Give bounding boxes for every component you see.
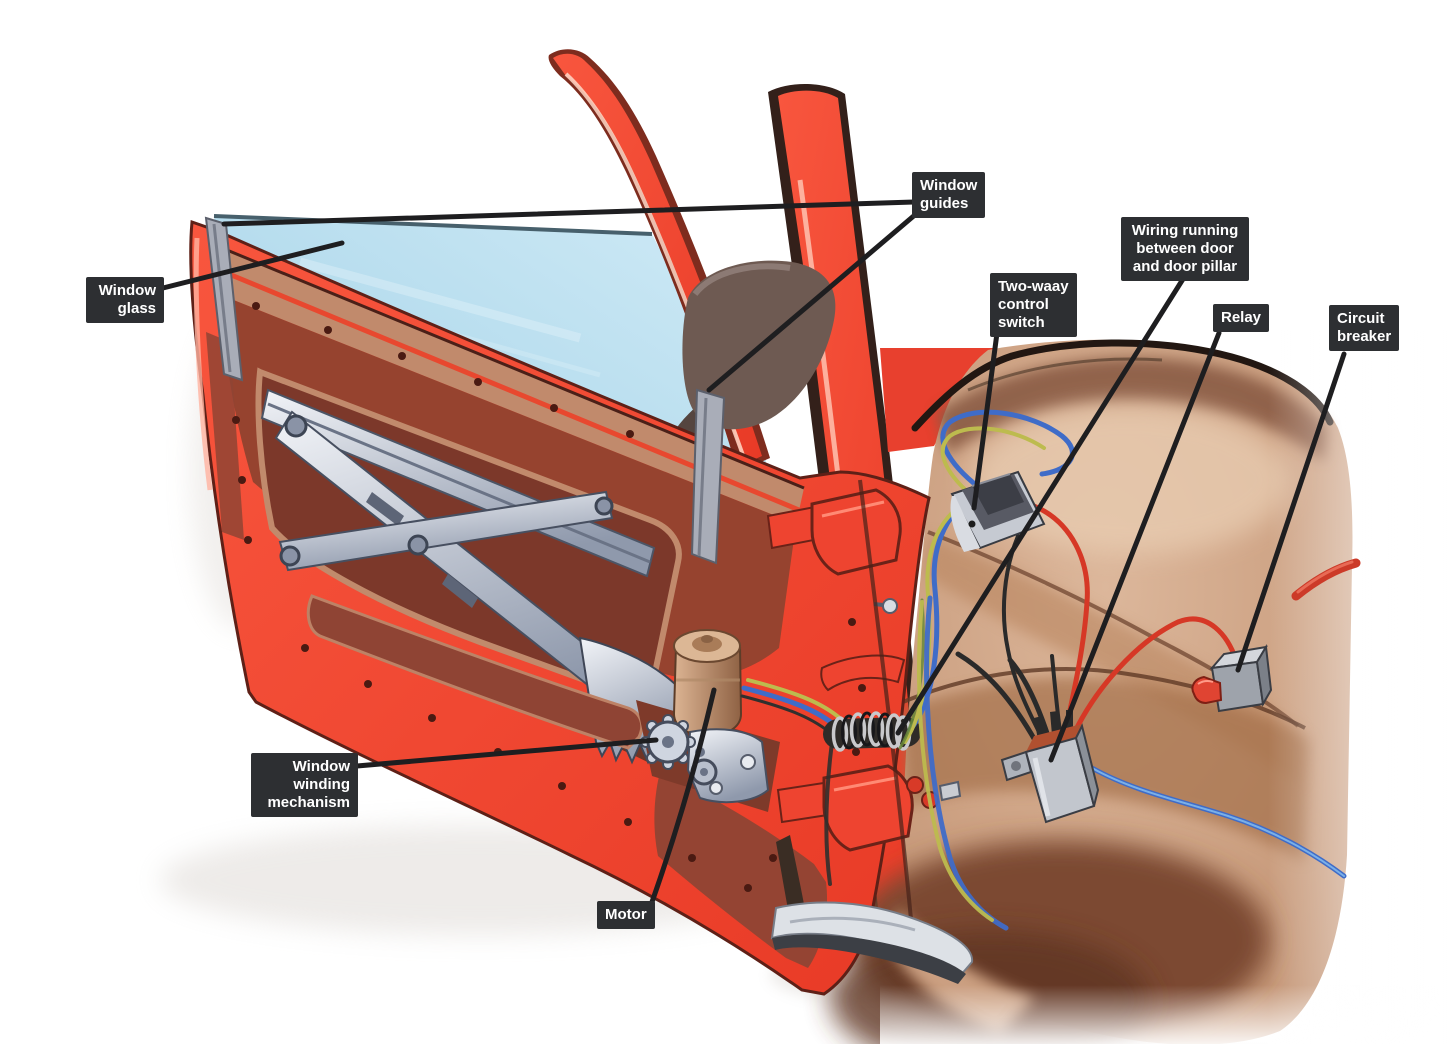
leader-window-glass bbox=[156, 240, 345, 292]
label-window-winding-mechanism: Window winding mechanism bbox=[251, 753, 358, 817]
door-sill bbox=[770, 835, 974, 984]
car-body-interior bbox=[830, 330, 1448, 1044]
label-circuit-breaker: Circuit breaker bbox=[1329, 305, 1400, 351]
relay bbox=[1000, 710, 1100, 824]
car-door bbox=[189, 219, 974, 996]
leader-window-guides-front bbox=[221, 199, 917, 227]
leader-circuit-breaker bbox=[1235, 351, 1347, 673]
label-window-guides: Window guides bbox=[912, 172, 986, 218]
leader-lines bbox=[156, 199, 1347, 905]
leader-relay bbox=[1048, 330, 1222, 763]
leader-window-guides-rear bbox=[706, 211, 919, 393]
label-two-way-control-switch: Two-waay control switch bbox=[990, 273, 1077, 337]
wiring bbox=[740, 409, 1361, 931]
circuit-breaker bbox=[1191, 643, 1273, 713]
label-window-glass: Window glass bbox=[86, 277, 164, 323]
leader-motor bbox=[649, 687, 717, 905]
window-guides bbox=[204, 216, 726, 565]
wiring-coil bbox=[823, 711, 921, 752]
leader-window-winding bbox=[354, 737, 659, 769]
label-wiring-door-pillar: Wiring running between door and door pil… bbox=[1121, 217, 1249, 281]
leader-two-way-switch bbox=[971, 330, 1000, 511]
label-motor: Motor bbox=[597, 901, 655, 929]
label-relay: Relay bbox=[1213, 304, 1270, 332]
leader-wiring-door-pillar bbox=[895, 276, 1186, 736]
